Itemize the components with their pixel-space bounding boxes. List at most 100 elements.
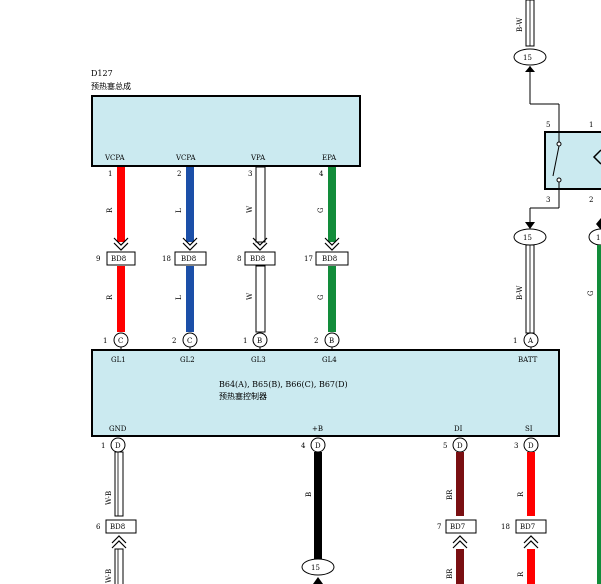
wire-color-g-lower: G (317, 294, 325, 300)
connector-name-1: BD8 (111, 255, 126, 263)
arrow-up-icon (313, 577, 323, 584)
glow-plug-pin-label-1: VCPA (104, 154, 125, 162)
relay-contact (556, 177, 562, 183)
wire-green-right (597, 245, 601, 584)
connector-pin-di: 7 (437, 523, 441, 531)
controller-label-si: SI (525, 425, 533, 433)
wire-red-lower (117, 266, 125, 332)
controller-name: 预热塞控制器 (219, 391, 267, 401)
wire-green-upper (328, 167, 336, 242)
connector-pin-4: 17 (304, 255, 313, 263)
arrow-down-icon (525, 222, 535, 229)
terminal-letter-c1: C (118, 337, 123, 345)
terminal-num-b2: 2 (314, 337, 318, 345)
junction-top (513, 48, 547, 66)
terminal-letter-b2: B (329, 337, 334, 345)
wire-color-br-lower: BR (446, 568, 454, 579)
pin-num-1: 1 (108, 170, 112, 178)
wire-black (314, 452, 322, 564)
relay-pin-1: 1 (589, 121, 593, 129)
wire-vpa-upper (255, 166, 266, 243)
wire-color-w-upper: W (246, 205, 254, 213)
junction-bottom-label: 15 (311, 564, 320, 572)
connector-name-si: BD7 (520, 523, 535, 531)
terminal-num-d3: 3 (514, 442, 518, 450)
junction-top-label: 15 (523, 54, 532, 62)
relay-pin-3: 3 (546, 196, 550, 204)
wire-vcpa-1-upper (117, 167, 125, 242)
controller-codes: B64(A), B65(B), B66(C), B67(D) (219, 380, 348, 389)
chevron-icon (324, 237, 340, 251)
connector-bd8-3 (244, 251, 276, 266)
connector-name-gnd: BD8 (110, 523, 125, 531)
wire-color-g-upper: G (317, 207, 325, 213)
terminal-num-c2: 2 (172, 337, 176, 345)
terminal-letter-d1: D (115, 442, 121, 450)
preheat-relay-box (544, 131, 601, 190)
glow-plug-name: 预热塞总成 (91, 81, 131, 91)
connector-bd7-si (515, 519, 547, 534)
controller-label-di: DI (454, 425, 463, 433)
wire-vcpa-2-upper (186, 167, 194, 242)
terminal-num-d4: 4 (301, 442, 306, 450)
connector-name-3: BD8 (250, 255, 265, 263)
wire-brown-lower (456, 549, 464, 584)
wire-color-bw-top: B-W (516, 17, 524, 32)
wire-brown-upper (456, 452, 464, 516)
connector-name-di: BD7 (450, 523, 465, 531)
wire-wb-lower (114, 548, 124, 584)
wire-color-bw-mid: B-W (516, 285, 524, 300)
terminal-letter-a1: A (527, 337, 534, 345)
terminal-num-d5: 5 (443, 442, 447, 450)
wire-epa-upper (328, 167, 336, 242)
wire-blue-lower (186, 266, 194, 332)
chevron-icon (523, 535, 539, 549)
pin-num-3: 3 (248, 170, 252, 178)
connector-pin-si: 18 (501, 523, 510, 531)
wire-color-r-upper: R (106, 207, 114, 213)
chevron-icon (111, 535, 127, 549)
controller-label-b: +B (312, 425, 323, 433)
wire-color-l-upper: L (175, 208, 183, 213)
pin-num-4: 4 (319, 170, 324, 178)
glow-plug-code: D127 (91, 69, 113, 78)
glow-plug-pin-label-3: VPA (250, 154, 266, 162)
controller-label-gl1: GL1 (111, 356, 126, 364)
connector-pin-gnd: 6 (96, 523, 101, 531)
wire-color-g-right: G (587, 290, 595, 296)
chevron-icon (452, 535, 468, 549)
relay-switch-blade (552, 145, 560, 177)
junction-bottom (301, 558, 335, 576)
connector-name-2: BD8 (181, 255, 196, 263)
connector-bd8-gnd (105, 519, 137, 534)
chevron-icon (113, 237, 129, 251)
glow-plug-pin-label-4: EPA (322, 154, 337, 162)
controller-label-batt: BATT (518, 356, 538, 364)
connector-bd8-1 (106, 251, 136, 266)
wire-blue-upper (186, 167, 194, 242)
wire-color-l-lower: L (175, 295, 183, 300)
glow-plug-assembly-box (91, 95, 361, 167)
relay-pin-5: 5 (546, 121, 550, 129)
connector-pin-3: 8 (237, 255, 241, 263)
controller-label-gl2: GL2 (180, 356, 195, 364)
wire-color-b: B (305, 492, 313, 497)
terminal-letter-c2: C (187, 337, 192, 345)
wire-color-w-lower: W (246, 292, 254, 300)
terminal-num-b1: 1 (243, 337, 247, 345)
relay-coil-icon (592, 149, 601, 165)
connector-name-4: BD8 (322, 255, 337, 263)
junction-right (588, 228, 601, 246)
wire-color-r-lower: R (106, 294, 114, 300)
wire-red-si-lower (527, 549, 535, 584)
connector-bd7-di (445, 519, 477, 534)
wire-green-lower (328, 266, 336, 332)
pin-num-2: 2 (177, 170, 181, 178)
terminal-num-c1: 1 (103, 337, 107, 345)
terminal-num-a1: 1 (513, 337, 517, 345)
chevrons-top (113, 237, 340, 251)
arrow-up-icon (596, 218, 601, 230)
wire-color-r-lower-si: R (517, 571, 525, 577)
connector-pin-1: 9 (96, 255, 100, 263)
relay-pin-2: 2 (589, 196, 593, 204)
